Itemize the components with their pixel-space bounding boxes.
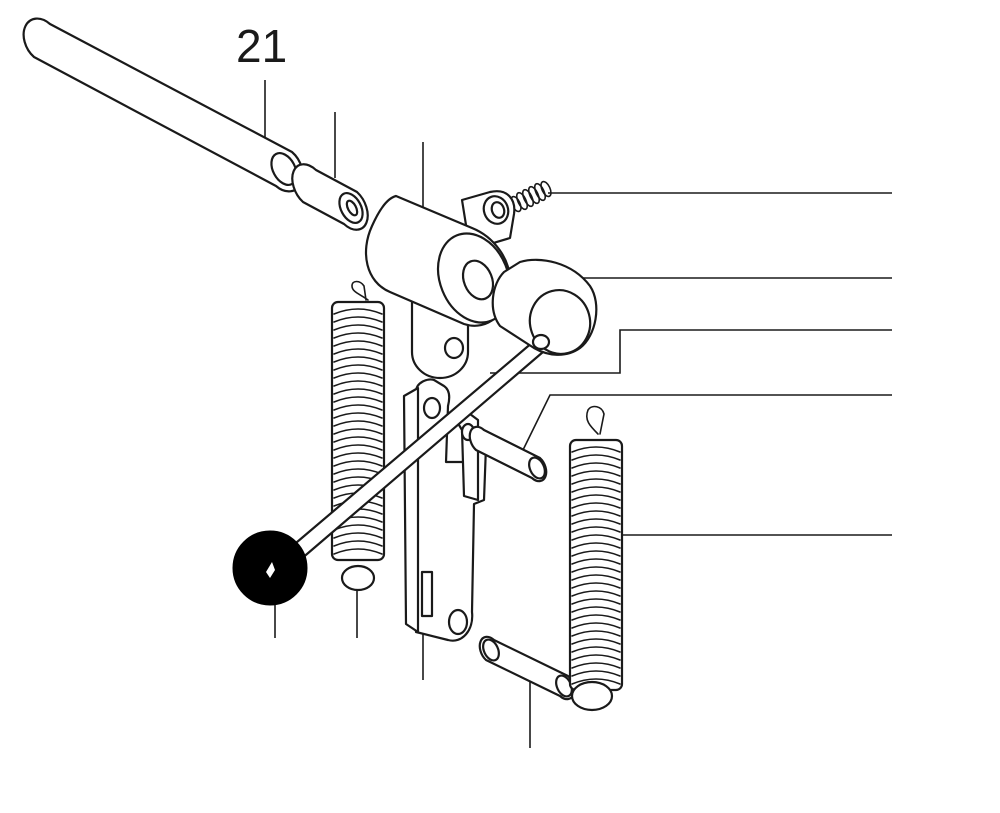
spring-coil	[334, 413, 382, 418]
bushing	[292, 164, 367, 229]
spring-coil	[572, 551, 620, 556]
right-spring	[570, 407, 622, 710]
callout-number-rod: 21	[236, 20, 287, 72]
spring-coil	[572, 535, 620, 540]
spring-coil	[334, 397, 382, 402]
spring-coil	[334, 309, 382, 314]
spring-coil	[572, 463, 620, 468]
spring-coil	[334, 421, 382, 426]
spring-coil	[572, 519, 620, 524]
spring-coil	[334, 461, 382, 466]
spring-coil	[572, 495, 620, 500]
spring-coil	[334, 533, 382, 538]
spring-coil	[572, 575, 620, 580]
spring-coil	[572, 543, 620, 548]
pin-lower	[480, 637, 575, 699]
spring-coil	[334, 549, 382, 554]
spring-coil	[572, 559, 620, 564]
spring-coil	[334, 437, 382, 442]
leader-line-lever	[490, 330, 892, 373]
spring-coil	[334, 317, 382, 322]
spring-coil	[572, 591, 620, 596]
spring-coil	[334, 365, 382, 370]
spring-coil	[572, 663, 620, 668]
spring-coil	[334, 429, 382, 434]
spring-coil	[572, 447, 620, 452]
spring-coil	[572, 599, 620, 604]
spring-coil	[334, 453, 382, 458]
small-spring	[509, 180, 553, 213]
spring-coil	[334, 341, 382, 346]
spring-coil	[572, 503, 620, 508]
spring-coil	[572, 615, 620, 620]
spring-coil	[572, 567, 620, 572]
spring-coil	[334, 381, 382, 386]
knob	[233, 531, 307, 605]
spring-coil	[572, 527, 620, 532]
spring-coil	[572, 671, 620, 676]
spring-coil	[334, 349, 382, 354]
spring-coil	[572, 583, 620, 588]
spring-coil	[334, 357, 382, 362]
spring-coil	[572, 623, 620, 628]
lever-block	[366, 191, 523, 378]
spring-coil	[334, 405, 382, 410]
spring-coil	[334, 389, 382, 394]
left-spring	[332, 282, 384, 591]
spring-coil	[572, 655, 620, 660]
spring-coil	[572, 455, 620, 460]
spring-coil	[572, 471, 620, 476]
spring-coil	[334, 333, 382, 338]
spring-coil	[572, 607, 620, 612]
spring-coil	[334, 373, 382, 378]
spring-coil	[572, 479, 620, 484]
spring-coil	[572, 487, 620, 492]
spring-coil	[572, 679, 620, 684]
pin-upper	[470, 427, 548, 481]
spring-coil	[572, 631, 620, 636]
spring-coil	[572, 639, 620, 644]
spring-coil	[334, 325, 382, 330]
spring-coil	[334, 541, 382, 546]
spring-coil	[572, 647, 620, 652]
lever-cap	[493, 260, 598, 361]
spring-coil	[334, 445, 382, 450]
spring-coil	[572, 511, 620, 516]
leader-line-pin	[522, 395, 892, 452]
